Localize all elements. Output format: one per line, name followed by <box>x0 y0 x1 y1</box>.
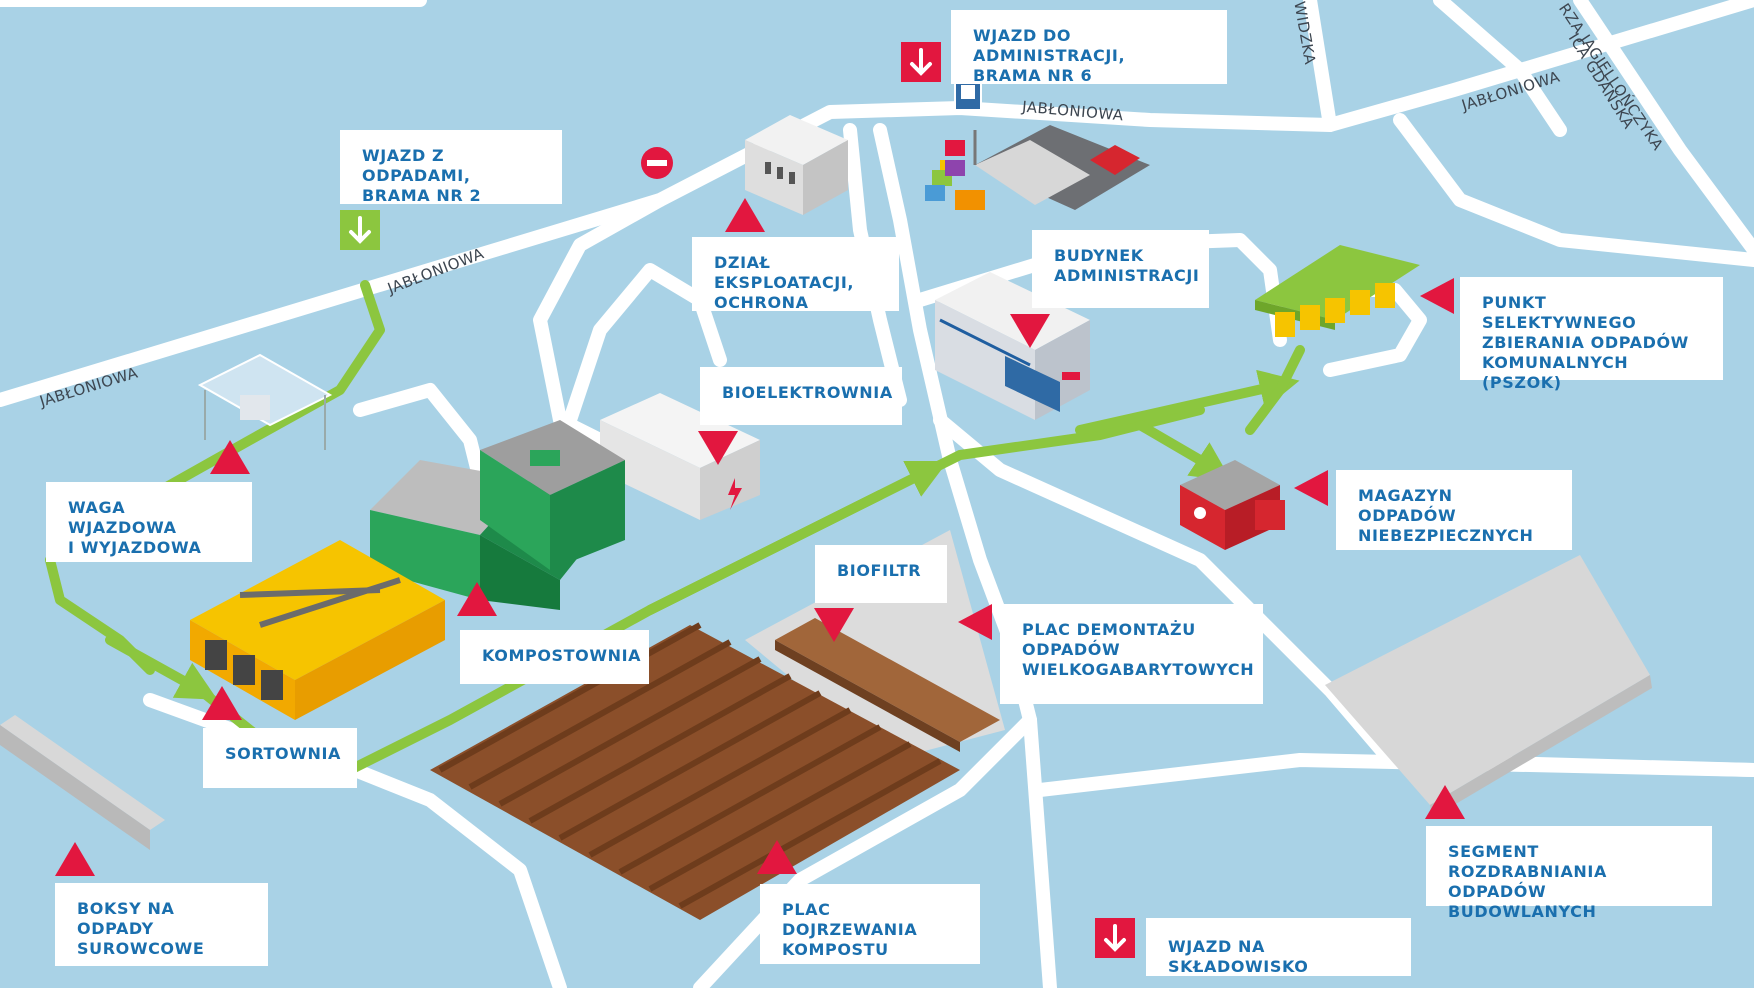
road-inner-loop-b <box>563 263 727 427</box>
label-dzial-eksploatacji: DZIAŁ EKSPLOATACJI, OCHRONA <box>692 237 899 312</box>
lightning-icon <box>728 478 742 510</box>
label-bioelektrownia: BIOELEKTROWNIA <box>700 367 902 425</box>
road-jagiellonczyka <box>1573 0 1754 257</box>
admin-parking-light <box>975 140 1090 205</box>
label-budynek-administracji: BUDYNEK ADMINISTRACJI <box>1032 230 1209 308</box>
buildings <box>0 115 1420 850</box>
road-vertical-widzka <box>1303 0 1337 132</box>
route-to-pszok <box>1075 369 1300 435</box>
label-kompostownia: KOMPOSTOWNIA <box>460 630 649 684</box>
route-to-sortownia <box>105 635 218 700</box>
road-inner-loop-a <box>533 193 667 457</box>
label-boksy: BOKSY NA ODPADY SUROWCOWE <box>55 883 268 966</box>
building-kompostownia <box>370 420 625 610</box>
label-plac-dojrzewania: PLAC DOJRZEWANIA KOMPOSTU <box>760 884 980 964</box>
label-sortownia: SORTOWNIA <box>203 728 357 788</box>
road-gdanska <box>1433 0 1567 137</box>
label-wjazd-administracja: WJAZD DO ADMINISTRACJI, BRAMA NR 6 <box>951 10 1227 85</box>
label-pszok: PUNKT SELEKTYWNEGO ZBIERANIA ODPADÓW KOM… <box>1460 277 1723 392</box>
road-left-loop <box>353 383 487 487</box>
arrow-down-icon-glyph <box>1104 924 1126 952</box>
label-wjazd-odpady: WJAZD Z ODPADAMI, BRAMA NR 2 <box>340 130 562 205</box>
road-south-west <box>693 713 1037 988</box>
arrow-down-icon <box>340 210 380 250</box>
route-to-magazyn <box>1135 420 1232 482</box>
arrow-down-icon-glyph <box>349 216 371 244</box>
building-waga <box>197 353 333 450</box>
road-central-vertical <box>873 123 1057 988</box>
road-jabloniowa-main <box>0 0 1754 407</box>
road-south-east <box>1033 753 1754 797</box>
building-administracja <box>935 272 1090 420</box>
arrow-down-icon <box>1095 918 1135 958</box>
route-up <box>645 461 948 615</box>
arrow-down-icon-glyph <box>910 48 932 76</box>
building-sortownia <box>190 540 445 720</box>
segment-pad <box>1325 555 1650 805</box>
waste-bins <box>925 140 985 210</box>
label-plac-demontazu: PLAC DEMONTAŻU ODPADÓW WIELKOGABARYTOWYC… <box>1000 604 1263 704</box>
red-car <box>1090 145 1140 175</box>
building-magazyn <box>1180 460 1285 550</box>
label-biofiltr: BIOFILTR <box>815 545 947 603</box>
compost-windrows <box>430 622 960 920</box>
biofiltr <box>775 618 1000 752</box>
label-magazyn: MAGAZYN ODPADÓW NIEBEZPIECZNYCH <box>1336 470 1572 550</box>
route-pszok-up <box>1245 345 1305 435</box>
route-east <box>925 405 1205 475</box>
building-pszok <box>1255 245 1420 337</box>
label-waga: WAGA WJAZDOWA I WYJAZDOWA <box>46 482 252 562</box>
no-entry-icon-glyph <box>641 147 673 179</box>
building-dzial-eksploatacji <box>745 115 848 215</box>
road-right-curve <box>1393 113 1754 267</box>
segment-pad-side <box>1430 675 1652 818</box>
label-segment: SEGMENT ROZDRABNIANIA ODPADÓW BUDOWLANYC… <box>1426 826 1712 921</box>
boksy <box>0 715 165 850</box>
arrow-down-icon <box>901 42 941 82</box>
no-entry-icon <box>640 146 674 180</box>
label-wjazd-skladowisko: WJAZD NA SKŁADOWISKO <box>1146 918 1411 976</box>
